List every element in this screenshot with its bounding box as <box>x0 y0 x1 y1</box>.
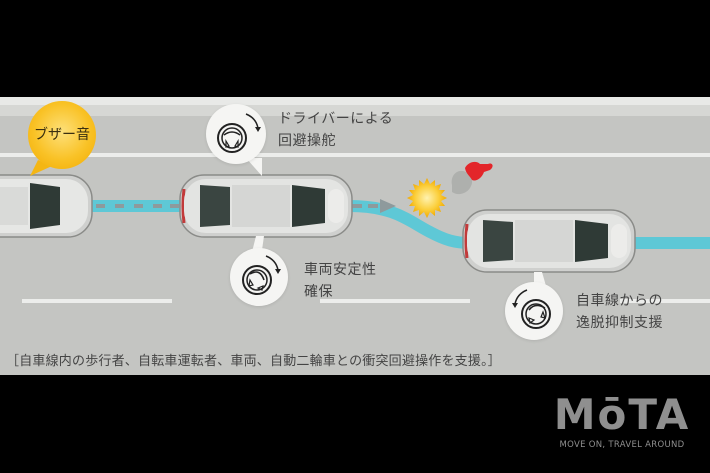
steering-wheel-counterclockwise-icon <box>512 289 551 329</box>
lane-dash <box>22 299 172 303</box>
predicted-path-arrow <box>352 199 396 213</box>
pedestrian-icon <box>451 161 493 195</box>
lane-departure-bubble <box>505 282 563 340</box>
bubble-tail <box>246 158 262 176</box>
road-shoulder <box>0 105 710 116</box>
logo-tagline: MOVE ON, TRAVEL AROUND <box>559 440 685 450</box>
car-returning <box>462 209 636 273</box>
label-line: 車両安定性 <box>304 262 377 278</box>
caution-burst-icon <box>407 178 447 218</box>
label-line: 回避操舵 <box>278 133 336 149</box>
steering-wheel-clockwise-icon <box>217 113 261 153</box>
label-line: ドライバーによる <box>278 111 394 127</box>
mota-logo: MōTA MOVE ON, TRAVEL AROUND <box>552 390 692 451</box>
vehicle-stability-bubble <box>230 248 288 306</box>
driver-steering-label: ドライバーによる 回避操舵 <box>278 108 393 152</box>
label-line: 逸脱抑制支援 <box>576 315 663 331</box>
lane-line-top <box>0 153 710 157</box>
lane-departure-label: 自車線からの 逸脱抑制支援 <box>576 290 663 334</box>
buzzer-bubble <box>28 101 96 169</box>
vehicle-stability-label: 車両安定性 確保 <box>304 259 377 303</box>
logo-wordmark: MōTA <box>553 390 691 439</box>
buzzer-label: ブザー音 <box>34 127 90 143</box>
driver-steering-bubble <box>206 104 266 164</box>
diagram-caption: ［自車線内の歩行者、自転車運転者、車両、自動二輪車との衝突回避操作を支援。］ <box>6 354 501 369</box>
label-line: 確保 <box>304 284 333 300</box>
lane-dash <box>620 299 710 303</box>
label-line: 自車線からの <box>576 293 663 309</box>
lane-dash <box>320 299 470 303</box>
car-approaching <box>0 174 93 238</box>
road-top-edge <box>0 97 710 105</box>
car-avoiding <box>179 174 353 238</box>
steering-wheel-clockwise-icon <box>242 255 281 295</box>
